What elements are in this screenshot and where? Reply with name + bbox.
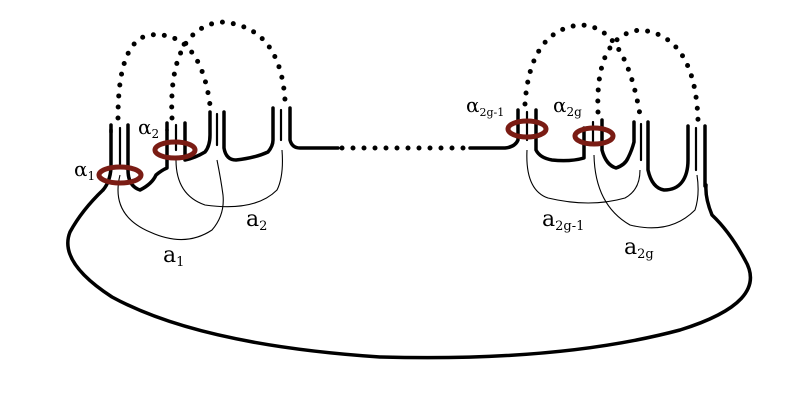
alpha-rings xyxy=(96,118,616,186)
label-alpha-1: α1 xyxy=(74,157,95,183)
surface-bottom-curve xyxy=(66,183,753,360)
dotted-handles xyxy=(115,19,701,151)
label-a-1: a1 xyxy=(163,243,184,270)
label-a-2g: a2g xyxy=(624,235,654,262)
tube3-right xyxy=(222,106,275,162)
curve-a1 xyxy=(117,159,224,241)
tube4-right xyxy=(288,106,340,150)
tube7-right xyxy=(646,120,690,192)
label-a-2: a2 xyxy=(246,207,267,234)
ring-alpha-2g-1 xyxy=(505,118,549,140)
handle-arc-3 xyxy=(522,22,643,118)
surface-outline xyxy=(66,106,753,360)
label-a-2g-1: a2g-1 xyxy=(542,207,584,234)
curve-a2g xyxy=(593,154,699,229)
tube6-right xyxy=(600,118,636,170)
label-alpha-2g-1: α2g-1 xyxy=(466,93,504,119)
label-alpha-2g: α2g xyxy=(553,93,582,119)
curve-a2g-1 xyxy=(526,149,641,204)
handle-arc-1 xyxy=(115,32,213,121)
a-curves xyxy=(117,149,699,241)
ring-alpha-2 xyxy=(152,139,198,161)
ring-alpha-2g xyxy=(572,125,616,147)
labels: α1 α2 α2g-1 α2g a1 a2 a2g-1 a2g xyxy=(74,93,654,270)
handle-arc-4 xyxy=(595,27,701,123)
handle-arc-2 xyxy=(169,19,288,121)
tube2-right xyxy=(183,110,212,162)
ring-alpha-1 xyxy=(96,164,144,186)
curve-a2 xyxy=(175,149,283,208)
label-alpha-2: α2 xyxy=(138,115,159,141)
right-bridge xyxy=(468,108,520,150)
tube5-right xyxy=(534,108,586,163)
